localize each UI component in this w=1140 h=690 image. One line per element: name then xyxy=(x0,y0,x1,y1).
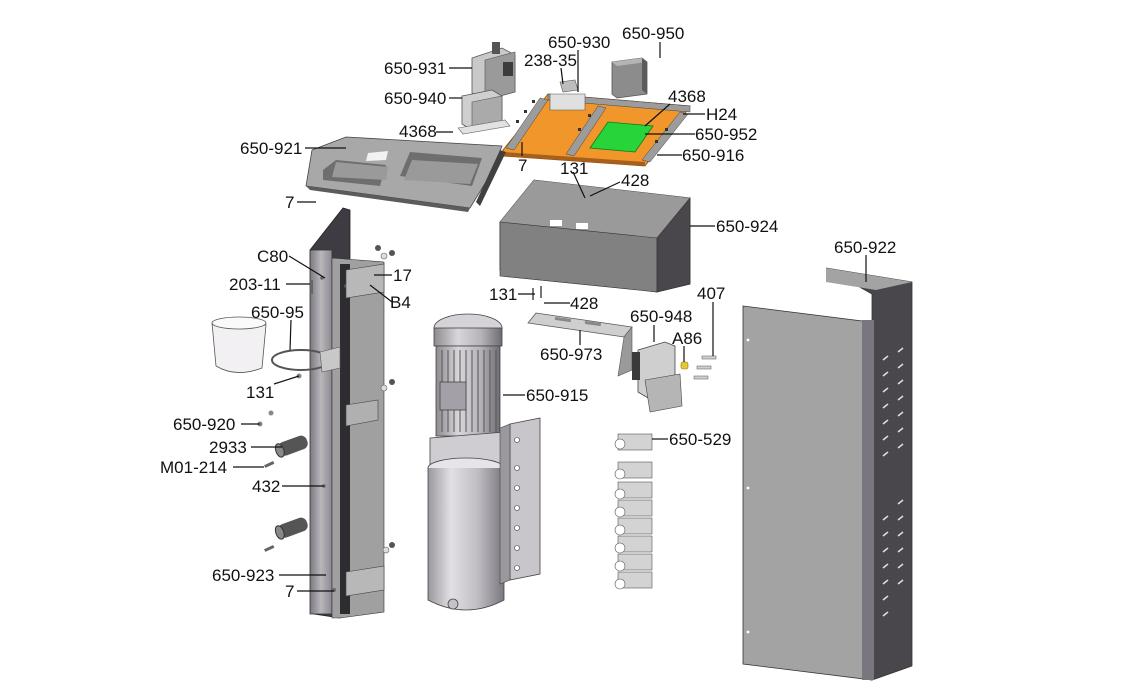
label-650-920: 650-920 xyxy=(173,415,235,434)
label-650-940: 650-940 xyxy=(384,89,446,108)
label-650-952: 650-952 xyxy=(695,125,757,144)
label-650-95: 650-95 xyxy=(251,303,304,322)
label-650-950: 650-950 xyxy=(622,24,684,43)
label-428-mid: 428 xyxy=(570,294,598,313)
label-2933: 2933 xyxy=(209,438,247,457)
part-650-916-board xyxy=(502,79,691,167)
label-a86: A86 xyxy=(672,329,702,348)
label-7-tray: 7 xyxy=(285,193,294,212)
part-650-95-reservoir-cup xyxy=(211,316,341,373)
part-650-952-module xyxy=(589,121,654,153)
leader-lines xyxy=(233,42,867,592)
label-238-35: 238-35 xyxy=(524,51,577,70)
label-h24: H24 xyxy=(706,105,737,124)
part-labels: 650-950 650-930 650-931 238-35 650-940 4… xyxy=(160,24,896,601)
label-650-529: 650-529 xyxy=(669,430,731,449)
part-a86-fitting xyxy=(680,361,689,370)
label-131-mid: 131 xyxy=(489,285,517,304)
part-650-948-valve-block xyxy=(632,341,717,413)
label-131-box: 131 xyxy=(560,159,588,178)
part-650-973-bracket xyxy=(527,286,633,377)
label-7-bottom: 7 xyxy=(285,582,294,601)
part-650-921-tray xyxy=(305,136,506,212)
part-650-922-side-cover xyxy=(742,267,913,681)
label-203-11: 203-11 xyxy=(229,275,281,294)
label-650-923: 650-923 xyxy=(212,566,274,585)
part-650-950-cover xyxy=(611,57,648,99)
part-650-931-relay xyxy=(471,42,516,101)
label-4368-left: 4368 xyxy=(399,122,437,141)
part-650-924-housing xyxy=(499,179,691,293)
label-650-922: 650-922 xyxy=(834,238,896,257)
label-b4: B4 xyxy=(390,293,411,312)
part-650-923-column xyxy=(309,207,395,619)
label-4368-top: 4368 xyxy=(668,87,706,106)
label-432: 432 xyxy=(252,477,280,496)
label-17: 17 xyxy=(393,266,412,285)
label-428-box: 428 xyxy=(621,171,649,190)
part-650-915-motor-pump xyxy=(427,313,541,611)
label-131-left: 131 xyxy=(246,383,274,402)
label-650-916: 650-916 xyxy=(682,146,744,165)
label-650-973: 650-973 xyxy=(540,345,602,364)
label-650-915: 650-915 xyxy=(526,386,588,405)
label-650-948: 650-948 xyxy=(630,307,692,326)
label-650-931: 650-931 xyxy=(384,59,446,78)
label-650-924: 650-924 xyxy=(716,217,778,236)
label-m01-214: M01-214 xyxy=(160,458,227,477)
label-7-pcb: 7 xyxy=(518,156,527,175)
label-407: 407 xyxy=(697,284,725,303)
part-650-940-transformer xyxy=(457,89,511,135)
label-650-921: 650-921 xyxy=(240,139,302,158)
label-650-930: 650-930 xyxy=(548,33,610,52)
label-c80: C80 xyxy=(257,247,288,266)
part-650-529-valve-stack xyxy=(614,433,653,590)
